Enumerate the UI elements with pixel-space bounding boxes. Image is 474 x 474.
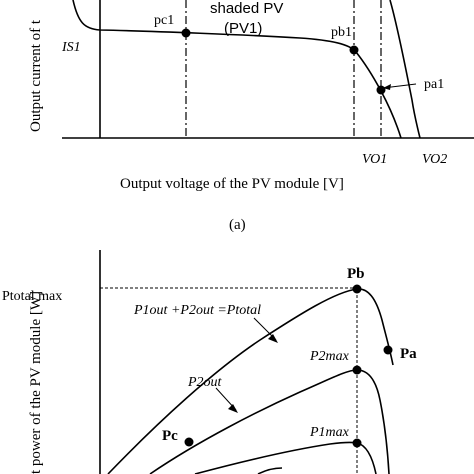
label-p2max: P2max — [309, 349, 350, 364]
label-pa: Pa — [400, 346, 417, 362]
point-pa — [383, 345, 393, 355]
label-pb1: pb1 — [331, 25, 352, 40]
label-pa1: pa1 — [424, 77, 444, 92]
point-pa1 — [376, 85, 386, 95]
lower-partial-curve — [257, 467, 283, 474]
label-ptotal-max: Ptotal max — [2, 289, 62, 304]
point-pc1 — [181, 28, 191, 38]
p1out-curve — [194, 441, 377, 474]
label-vo2: VO2 — [422, 152, 447, 167]
unshaded-pv-curve — [389, 0, 421, 139]
label-pc1: pc1 — [154, 13, 174, 28]
p2out-arrowhead — [228, 404, 238, 413]
label-pc: Pc — [162, 428, 178, 444]
pa1-arrowhead — [383, 84, 391, 90]
point-p2max — [352, 365, 362, 375]
bottom-y-axis-label: t power of the PV module [W] — [28, 291, 44, 474]
eq-arrowhead — [268, 334, 278, 343]
top-x-axis-label: Output voltage of the PV module [V] — [120, 176, 344, 192]
label-is1: IS1 — [61, 40, 81, 55]
ptotal-curve — [107, 288, 394, 474]
label-p2out: P2out — [187, 375, 223, 390]
top-y-axis-label: Output current of t — [28, 19, 44, 132]
point-p1max — [352, 438, 362, 448]
top-chart: pc1 pb1 pa1 shaded PV (PV1) IS1 VO1 VO2 … — [28, 0, 474, 233]
annotation-shaded-pv: shaded PV — [210, 0, 283, 17]
label-p1max: P1max — [309, 425, 350, 440]
point-pc — [184, 437, 194, 447]
point-pb — [352, 284, 362, 294]
label-vo1: VO1 — [362, 152, 387, 167]
caption-a: (a) — [229, 217, 246, 233]
bottom-chart: Ptotal max Pb Pa Pc P1out +P2out =Ptotal… — [2, 250, 417, 474]
point-pb1 — [349, 45, 359, 55]
p2out-curve — [149, 369, 390, 474]
annotation-pv1: (PV1) — [224, 20, 262, 37]
label-ptotal-equation: P1out +P2out =Ptotal — [133, 303, 261, 318]
label-pb: Pb — [347, 266, 365, 282]
